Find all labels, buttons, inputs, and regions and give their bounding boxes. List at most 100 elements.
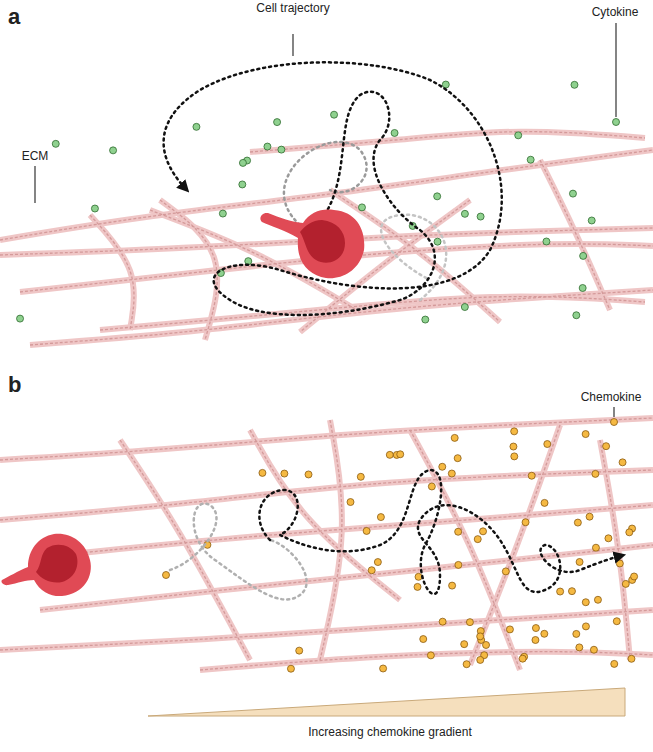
cytokine-dot xyxy=(17,315,24,322)
chemokine-dot xyxy=(541,630,548,637)
cytokine-dot xyxy=(245,258,252,265)
chemokine-dot xyxy=(616,560,623,567)
ecm-fiber-texture xyxy=(250,132,645,152)
chemokine-dot xyxy=(474,536,481,543)
chemokine-dot xyxy=(455,528,462,535)
ecm-fiber xyxy=(250,430,400,600)
chemokine-dot xyxy=(603,443,610,450)
cytokine-dot xyxy=(613,119,620,126)
ecm-fiber xyxy=(100,297,645,330)
chemokine-dot xyxy=(461,641,468,648)
ecm-fiber xyxy=(90,215,134,330)
chemokine-dot xyxy=(582,623,589,630)
ecm-fiber-texture xyxy=(60,505,653,555)
callout-label: Chemokine xyxy=(572,391,650,405)
chemokine-dot xyxy=(357,473,364,480)
chemokine-dot xyxy=(576,558,583,565)
ecm-fiber-texture xyxy=(40,545,653,610)
cytokine-dot xyxy=(434,193,441,200)
trajectory xyxy=(164,62,502,315)
chemokine-dot xyxy=(528,472,535,479)
chemokine-dot xyxy=(511,453,518,460)
cytokine-dot xyxy=(52,140,59,147)
cytokine-dot xyxy=(571,81,578,88)
chemokine-dot xyxy=(532,637,539,644)
chemokine-dot xyxy=(510,443,517,450)
chemokine-dot xyxy=(631,573,638,580)
chemokine-dot xyxy=(386,451,393,458)
chemokine-dot xyxy=(163,572,170,579)
chemokine-dot xyxy=(522,519,529,526)
chemokine-dot xyxy=(414,583,421,590)
axis-label: Increasing chemokine gradient xyxy=(240,726,540,740)
chemokine-dot xyxy=(557,588,564,595)
chemokine-dot xyxy=(454,455,461,462)
callout-label: Cytokine xyxy=(580,6,650,20)
ecm-fiber-texture xyxy=(100,297,645,330)
cytokine-dot xyxy=(434,238,441,245)
chemokine-dot xyxy=(568,588,575,595)
chemokine-dot xyxy=(592,544,599,551)
chemokine-dot xyxy=(439,463,446,470)
ecm-fibers xyxy=(0,418,653,670)
chemokine-dot xyxy=(519,655,526,662)
chemokine-dot xyxy=(397,451,404,458)
chemokine-dot xyxy=(573,630,580,637)
cytokine-dot xyxy=(543,238,550,245)
chemokine-dots xyxy=(163,419,638,673)
ecm-fibers xyxy=(0,132,653,345)
chemokine-dot xyxy=(502,568,509,575)
ecm-fiber-texture xyxy=(600,440,630,660)
chemokine-dot xyxy=(455,561,462,568)
ecm-fiber-texture xyxy=(160,200,217,340)
gradient-wedge xyxy=(148,688,625,716)
chemokine-dot xyxy=(619,459,626,466)
chemokine-dot xyxy=(463,661,470,668)
ecm-fiber xyxy=(160,200,217,340)
trajectory xyxy=(170,504,307,600)
cytokine-dot xyxy=(219,210,226,217)
chemokine-dot xyxy=(449,582,456,589)
ecm-fiber xyxy=(150,210,360,312)
chemokine-dot xyxy=(259,469,266,476)
chemokine-dot xyxy=(544,441,551,448)
ecm-fiber xyxy=(60,505,653,555)
chemokine-dot xyxy=(428,483,435,490)
chemokine-dot xyxy=(586,513,593,520)
cytokine-dots xyxy=(17,81,620,323)
cytokine-dot xyxy=(422,316,429,323)
trajectory xyxy=(259,470,620,594)
cytokine-dot xyxy=(461,210,468,217)
chemokine-dot xyxy=(477,633,484,640)
chemokine-dot xyxy=(439,618,446,625)
ecm-fiber-texture xyxy=(320,420,342,660)
callout-label: Cell trajectory xyxy=(253,2,333,16)
chemokine-dot xyxy=(281,470,288,477)
chemokine-dot xyxy=(576,644,583,651)
cytokine-dot xyxy=(527,156,534,163)
cytokine-dot xyxy=(573,312,580,319)
cytokine-dot xyxy=(358,204,365,211)
ecm-fiber-texture xyxy=(150,210,360,312)
ecm-fiber-texture xyxy=(0,418,653,460)
chemokine-dot xyxy=(613,618,620,625)
ecm-fiber xyxy=(410,430,520,670)
leader-line xyxy=(615,23,616,117)
chemokine-dot xyxy=(574,519,581,526)
chemokine-dot xyxy=(296,647,303,654)
chemokine-dot xyxy=(347,499,354,506)
chemokine-dot xyxy=(611,660,618,667)
panel-letter: a xyxy=(8,4,38,29)
chemokine-dot xyxy=(506,626,513,633)
cytokine-dot xyxy=(580,252,587,259)
chemokine-dot xyxy=(448,470,455,477)
chemokine-dot xyxy=(592,470,599,477)
chemokine-dot xyxy=(622,580,629,587)
chemokine-dot xyxy=(287,665,294,672)
ecm-fiber-texture xyxy=(120,440,250,660)
ecm-fiber xyxy=(250,132,645,152)
ecm-fiber-texture xyxy=(250,430,400,600)
cytokine-dot xyxy=(391,129,398,136)
cytokine-dot xyxy=(278,146,285,153)
